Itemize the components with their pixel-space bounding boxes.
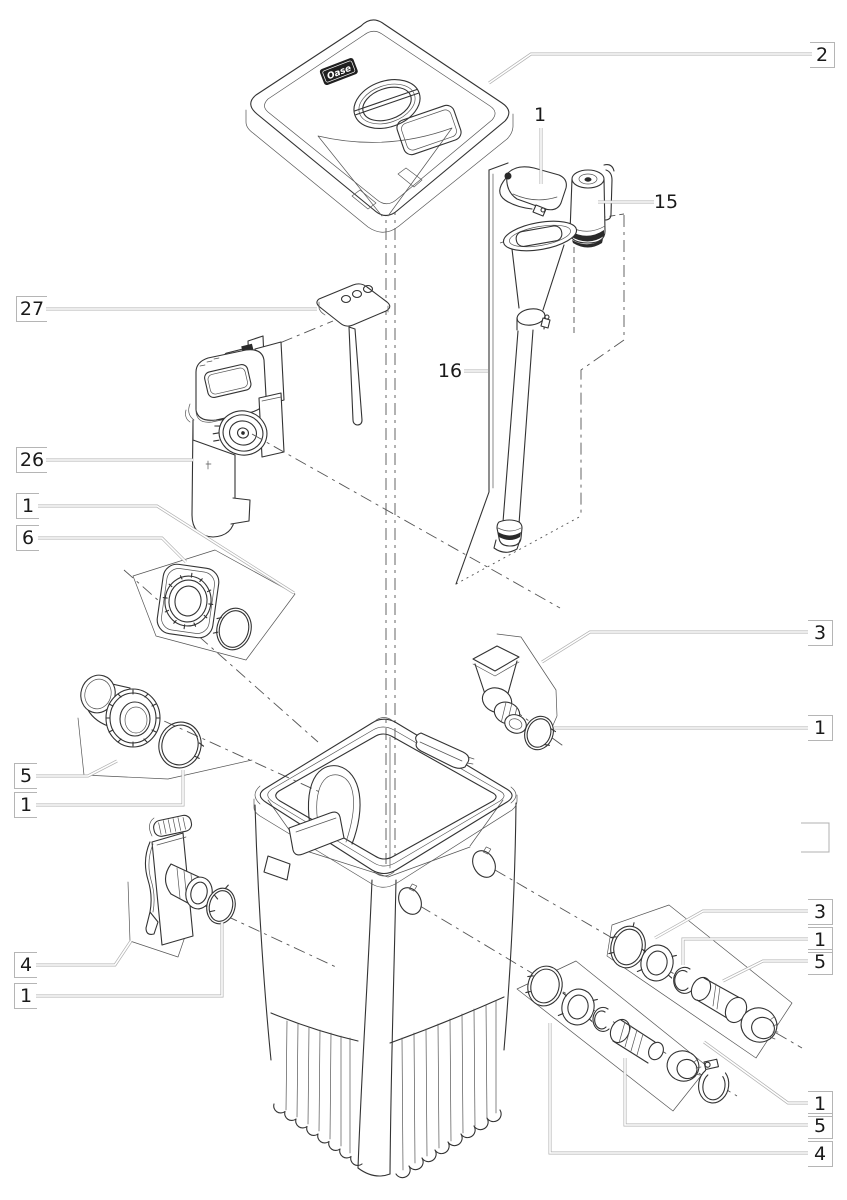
- lower-adapter-chain: [525, 965, 730, 1104]
- callout-bracket-assembly: 4: [14, 952, 37, 978]
- quick-release-cover: [156, 563, 220, 639]
- callout-cleaning-rotor: 15: [653, 190, 679, 213]
- callout-elbow-seal: 1: [14, 792, 37, 818]
- callout-lower-adapter-sleeve: 5: [808, 1113, 833, 1139]
- bracket-seal-ring: [206, 884, 236, 925]
- skimmer-cap: [499, 166, 567, 217]
- lid: Oase: [245, 19, 514, 233]
- controller-axis: [257, 320, 334, 353]
- bracket-assembly: [144, 814, 213, 946]
- upper-adapter-chain: [608, 922, 779, 1043]
- bracket-connector: [164, 863, 213, 910]
- riser-tube-boundary: [455, 162, 509, 585]
- inlet-funnel: [472, 645, 527, 734]
- callout-bracket-seal: 1: [14, 983, 37, 1009]
- filter-container: [253, 717, 518, 1179]
- callout-uvc-seal: 1: [16, 493, 39, 519]
- upper-nut: [740, 1007, 779, 1043]
- callout-uvc-unit: 26: [16, 447, 47, 473]
- elbow-seal-ring: [158, 721, 205, 769]
- callout-upper-adapter-sleeve: 5: [808, 949, 833, 975]
- outlet-elbow: [80, 674, 161, 748]
- callout-outlet-elbow: 5: [14, 763, 37, 789]
- callout-riser-tube: 16: [437, 359, 463, 382]
- uvc-unit: [185, 335, 285, 538]
- controller: [316, 283, 391, 426]
- uvc-seal-ring: [212, 607, 252, 651]
- lid-window: [396, 104, 462, 156]
- callout-upper-adapter-seal: 1: [808, 927, 833, 953]
- callout-inlet-funnel: 3: [808, 620, 833, 646]
- callout-lower-adapter-seal: 1: [808, 1091, 833, 1117]
- upper-c-ring: [672, 966, 694, 994]
- callout-quick-release-cover: 6: [16, 525, 39, 551]
- callout-skimmer-cap: 1: [533, 103, 547, 126]
- hose-barb: [609, 1018, 664, 1064]
- lid-handle-recess: [353, 79, 421, 129]
- oase-badge: Oase: [319, 58, 358, 86]
- inlet-seal-ring: [524, 715, 557, 751]
- lower-nut: [666, 1050, 702, 1082]
- empty-callout-box: [801, 822, 830, 853]
- callout-lower-adapter-group: 4: [808, 1141, 833, 1167]
- hose-clamp: [697, 1058, 730, 1104]
- cleaning-rotor: [569, 164, 615, 248]
- callout-upper-adapter-group: 3: [808, 899, 833, 925]
- alignment-axes: [95, 203, 803, 1097]
- upper-sleeve: [690, 976, 748, 1024]
- uvc-axis: [251, 433, 561, 609]
- callout-controller: 27: [16, 296, 47, 322]
- lower-c-ring: [592, 1006, 612, 1032]
- riser-tube: [493, 220, 578, 553]
- callout-lid: 2: [810, 42, 835, 68]
- callout-inlet-seal: 1: [808, 715, 833, 741]
